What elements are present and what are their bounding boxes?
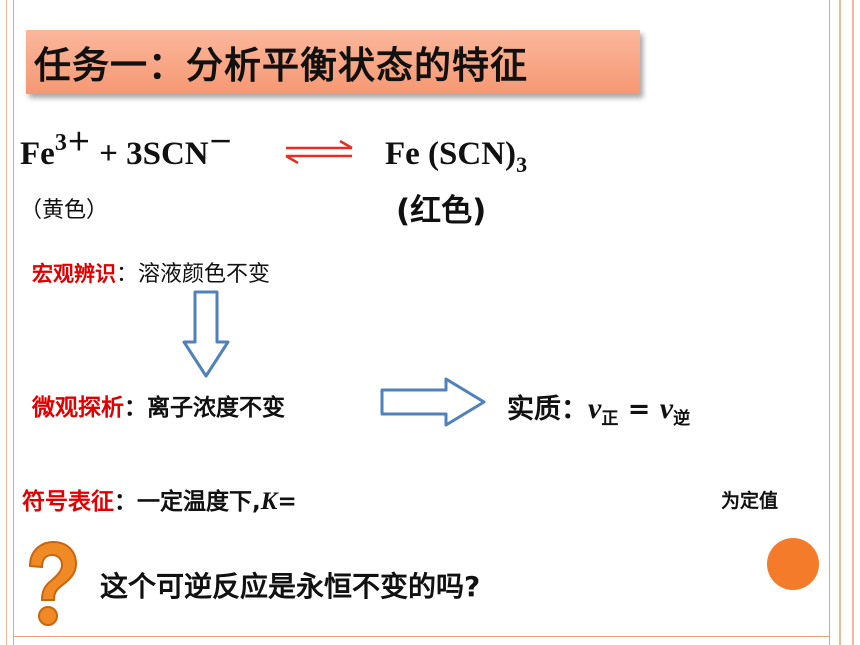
slide-title: 任务一：分析平衡状态的特征 xyxy=(34,44,528,87)
right-arrow-icon xyxy=(380,377,486,427)
iron-charge: 3＋ xyxy=(54,130,91,156)
essence-label: 实质： xyxy=(507,394,588,425)
orange-dot-decoration xyxy=(767,538,819,590)
symbol-label: 符号表征 xyxy=(22,489,114,515)
essence-equals: = xyxy=(618,394,660,425)
question-text: 这个可逆反应是永恒不变的吗? xyxy=(100,570,481,603)
micro-text: 离子浓度不变 xyxy=(147,395,285,421)
iron-ion: Fe xyxy=(20,136,55,172)
k-equals: = xyxy=(277,489,297,515)
k-symbol: K xyxy=(260,488,278,515)
macro-text: 溶液颜色不变 xyxy=(138,262,271,287)
thiocyanate-charge: － xyxy=(208,130,233,156)
left-frame-border xyxy=(0,0,14,645)
red-color-note: (红色) xyxy=(396,193,487,229)
macro-label: 宏观辨识 xyxy=(32,262,116,286)
equation-right: Fe (SCN)3 xyxy=(385,136,527,176)
right-frame-border xyxy=(829,0,860,645)
constant-note: 为定值 xyxy=(721,490,779,512)
micro-colon: ： xyxy=(124,395,147,421)
essence-row: 实质：v正 = v逆 xyxy=(507,387,690,429)
micro-label: 微观探析 xyxy=(32,395,124,421)
symbol-row: 符号表征：一定温度下,K= xyxy=(22,482,297,516)
equation-left: Fe3＋ + 3SCN－ xyxy=(20,131,233,173)
product-formula: Fe (SCN) xyxy=(385,136,517,172)
micro-row: 微观探析：离子浓度不变 xyxy=(32,388,285,422)
symbol-text: 一定温度下, xyxy=(137,489,261,515)
v-forward: v正 xyxy=(588,392,619,429)
down-arrow-icon xyxy=(182,290,230,378)
question-mark-icon xyxy=(28,540,78,626)
bottom-frame-border xyxy=(14,636,829,645)
macro-colon: ： xyxy=(116,262,139,287)
macro-row: 宏观辨识：溶液颜色不变 xyxy=(32,256,270,288)
title-banner: 任务一：分析平衡状态的特征 xyxy=(26,30,640,94)
symbol-colon: ： xyxy=(114,489,137,515)
equilibrium-arrows-icon xyxy=(285,140,353,164)
yellow-color-note: （黄色） xyxy=(20,198,109,223)
product-subscript: 3 xyxy=(516,152,528,177)
thiocyanate: + 3SCN xyxy=(99,136,209,172)
v-reverse: v逆 xyxy=(659,392,691,429)
